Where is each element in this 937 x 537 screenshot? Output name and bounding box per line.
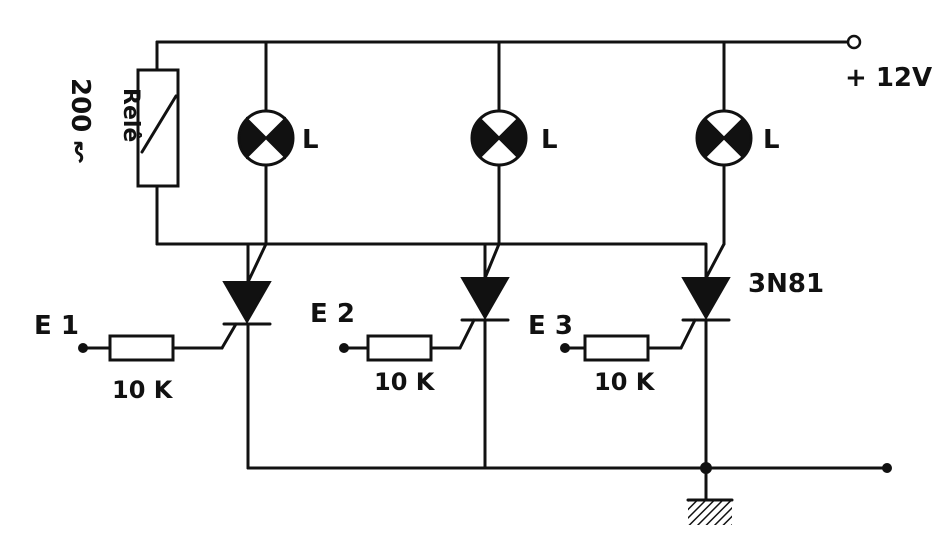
relay-value: 200 ↜	[65, 78, 95, 163]
supply-label: + 12V	[845, 63, 932, 93]
relay-coil	[136, 40, 180, 246]
lamp-2	[470, 109, 528, 167]
supply-rail	[155, 34, 862, 50]
resistor-3	[560, 334, 683, 362]
lamp-3-label: L	[763, 125, 780, 155]
ground-rail	[246, 462, 892, 474]
lamp-1	[237, 109, 295, 167]
relay-name: Relê	[118, 88, 143, 142]
lamp-3	[695, 109, 753, 167]
resistor-1-label: 10 K	[112, 376, 174, 404]
lamp-2-label: L	[541, 125, 558, 155]
ground-symbol	[686, 466, 734, 525]
resistor-3-label: 10 K	[594, 368, 656, 396]
thyristor-1	[220, 281, 272, 350]
input-1-label: E 1	[34, 311, 79, 341]
resistor-2-label: 10 K	[374, 368, 436, 396]
stage-2	[339, 40, 528, 470]
stage-3	[560, 40, 753, 470]
resistor-2	[339, 334, 462, 362]
lamp-1-label: L	[302, 125, 319, 155]
thyristor-label: 3N81	[748, 269, 824, 299]
resistor-1	[78, 334, 224, 362]
stage-1	[78, 40, 295, 470]
input-3-label: E 3	[528, 311, 573, 341]
input-2-label: E 2	[310, 299, 355, 329]
